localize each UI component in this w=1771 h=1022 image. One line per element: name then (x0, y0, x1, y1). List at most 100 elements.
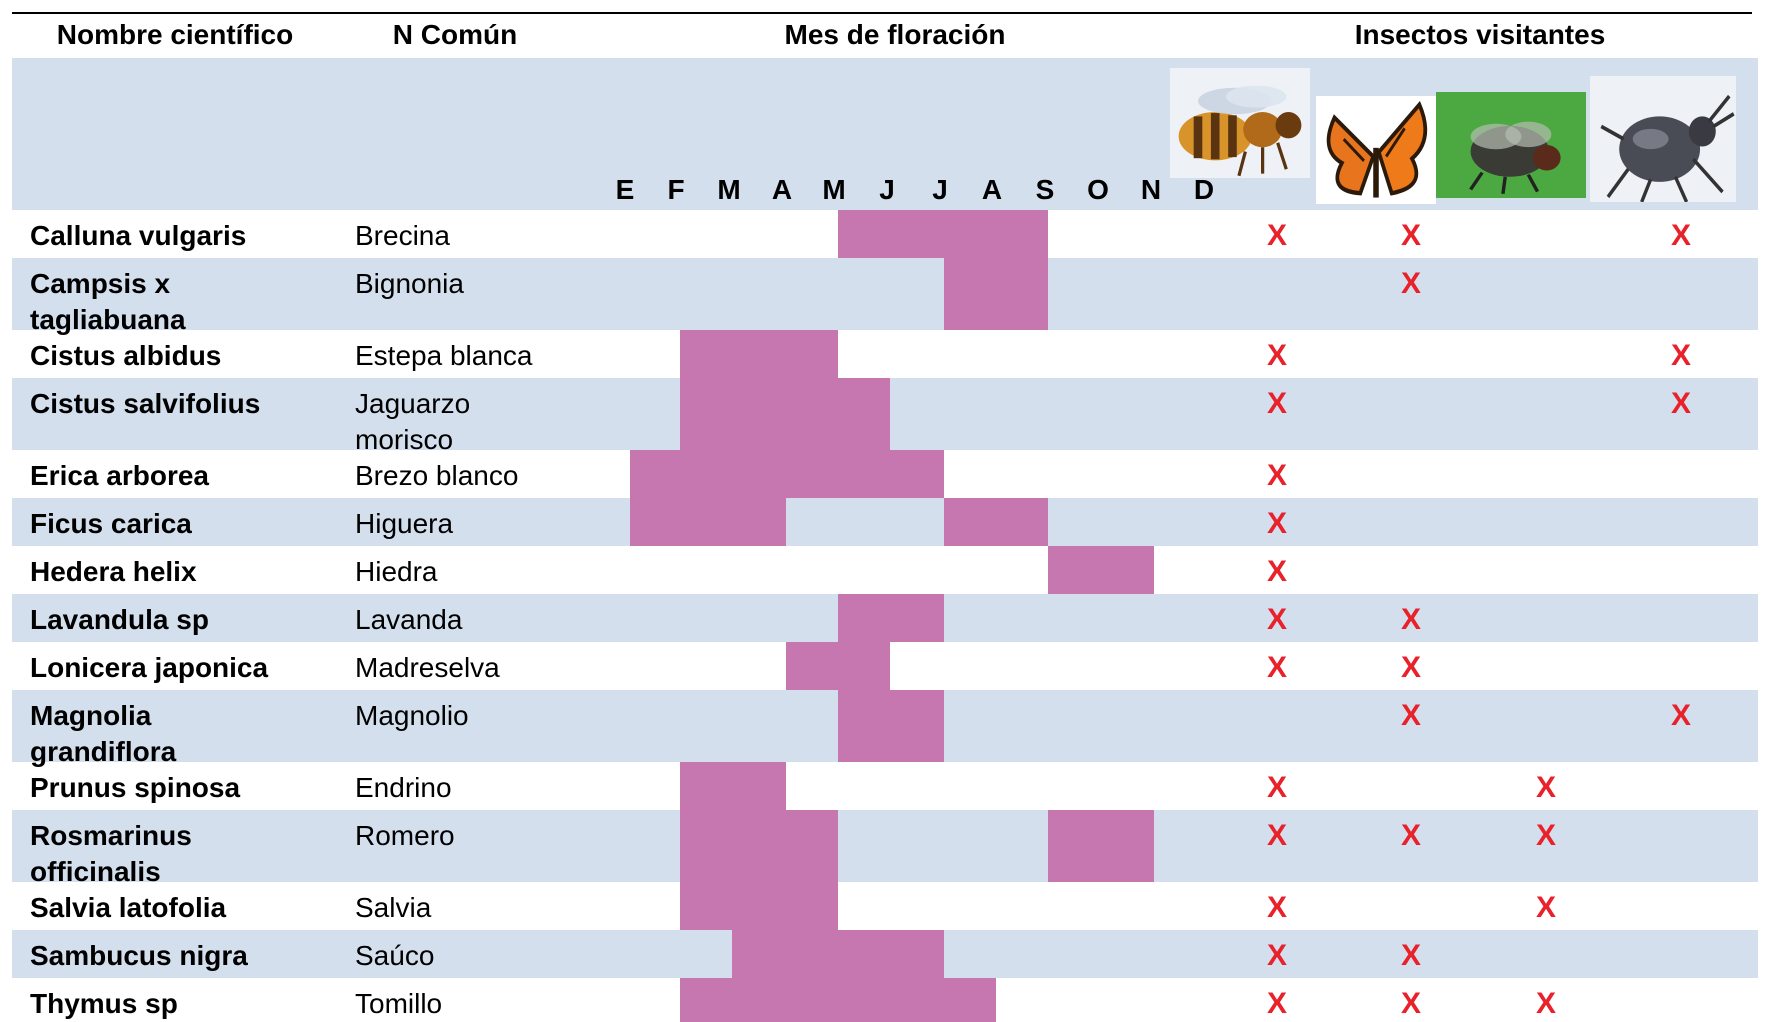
flowering-cell (944, 258, 996, 330)
flowering-cell (838, 642, 890, 690)
flowering-cell (890, 210, 944, 258)
common-name: Brezo blanco (355, 460, 519, 491)
flowering-cell (1102, 810, 1154, 882)
header-scientific-name: Nombre científico (56, 19, 294, 50)
visit-mark: X (1400, 651, 1421, 684)
month-letter-12: D (1193, 174, 1215, 205)
flowering-cell (838, 930, 890, 978)
visit-mark: X (1670, 699, 1691, 732)
flowering-cell (732, 810, 786, 882)
scientific-name: Thymus sp (30, 988, 178, 1019)
flowering-cell (732, 882, 786, 930)
flowering-cell (680, 498, 732, 546)
visit-mark: X (1670, 339, 1691, 372)
flowering-cell (786, 978, 838, 1022)
scientific-name: Salvia latofolia (30, 892, 227, 923)
flowering-cell (680, 378, 732, 450)
header-flowering-month: Mes de floración (784, 19, 1006, 50)
flowering-cell (680, 810, 732, 882)
flowering-cell (732, 450, 786, 498)
scientific-name: Campsis x (30, 268, 171, 299)
month-letter-10: O (1087, 174, 1109, 205)
month-letter-5: M (822, 174, 846, 205)
flowering-cell (890, 594, 944, 642)
flowering-cell (732, 762, 786, 810)
common-name: Salvia (355, 892, 432, 923)
scientific-name: grandiflora (30, 736, 177, 767)
visit-mark: X (1266, 891, 1287, 924)
butterfly-picture (1316, 96, 1436, 204)
visit-mark: X (1266, 939, 1287, 972)
flowering-cell (996, 258, 1048, 330)
flowering-cell (732, 930, 786, 978)
common-name: Madreselva (355, 652, 500, 683)
visit-mark: X (1670, 387, 1691, 420)
visit-mark: X (1266, 819, 1287, 852)
common-name: Brecina (355, 220, 450, 251)
common-name: Jaguarzo (355, 388, 471, 419)
flowering-cell (680, 762, 732, 810)
scientific-name: Erica arborea (30, 460, 209, 491)
visit-mark: X (1535, 819, 1556, 852)
month-letter-2: F (667, 174, 685, 205)
visit-mark: X (1266, 651, 1287, 684)
flowering-cell (890, 930, 944, 978)
flowering-cell (890, 978, 944, 1022)
flowering-cell (786, 642, 838, 690)
beetle-icon (1590, 76, 1736, 202)
scientific-name: Ficus carica (30, 508, 192, 539)
flowering-cell (732, 330, 786, 378)
flowering-cell (1102, 546, 1154, 594)
scientific-name: Magnolia (30, 700, 152, 731)
flowering-cell (732, 498, 786, 546)
bee-icon (1170, 68, 1310, 178)
top-rule (12, 12, 1752, 14)
header-visiting-insects: Insectos visitantes (1354, 19, 1606, 50)
visit-mark: X (1400, 219, 1421, 252)
row-band (12, 810, 1758, 882)
butterfly-icon (1316, 96, 1436, 204)
flowering-cell (996, 210, 1048, 258)
visit-mark: X (1266, 219, 1287, 252)
flowering-cell (680, 882, 732, 930)
flowering-cell (732, 978, 786, 1022)
flowering-cell (838, 978, 890, 1022)
visit-mark: X (1266, 987, 1287, 1020)
common-name: Estepa blanca (355, 340, 533, 371)
visit-mark: X (1266, 603, 1287, 636)
flowering-cell (890, 690, 944, 762)
flowering-cell (786, 378, 838, 450)
visit-mark: X (1535, 891, 1556, 924)
common-name: Tomillo (355, 988, 443, 1019)
flowering-cell (630, 498, 680, 546)
scientific-name: Hedera helix (30, 556, 197, 587)
fly-picture (1436, 92, 1586, 198)
common-name: Bignonia (355, 268, 464, 299)
visit-mark: X (1266, 387, 1287, 420)
visit-mark: X (1266, 507, 1287, 540)
beetle-picture (1590, 76, 1736, 202)
scientific-name: Rosmarinus (30, 820, 192, 851)
flowering-cell (680, 330, 732, 378)
scientific-name: officinalis (30, 856, 161, 887)
flowering-cell (838, 378, 890, 450)
visit-mark: X (1266, 459, 1287, 492)
header-common-name: N Común (392, 19, 518, 50)
flowering-cell (838, 210, 890, 258)
flowering-cell (1048, 546, 1102, 594)
month-letter-3: M (717, 174, 741, 205)
scientific-name: Cistus albidus (30, 340, 222, 371)
bee-picture (1170, 68, 1310, 178)
common-name: Magnolio (355, 700, 469, 731)
flowering-cell (1048, 810, 1102, 882)
visit-mark: X (1400, 819, 1421, 852)
common-name: Hiedra (355, 556, 438, 587)
month-letter-8: A (981, 174, 1003, 205)
flowering-cell (680, 978, 732, 1022)
common-name: Endrino (355, 772, 452, 803)
row-band (12, 498, 1758, 546)
visit-mark: X (1535, 771, 1556, 804)
month-letter-6: J (879, 174, 895, 205)
flowering-cell (786, 930, 838, 978)
